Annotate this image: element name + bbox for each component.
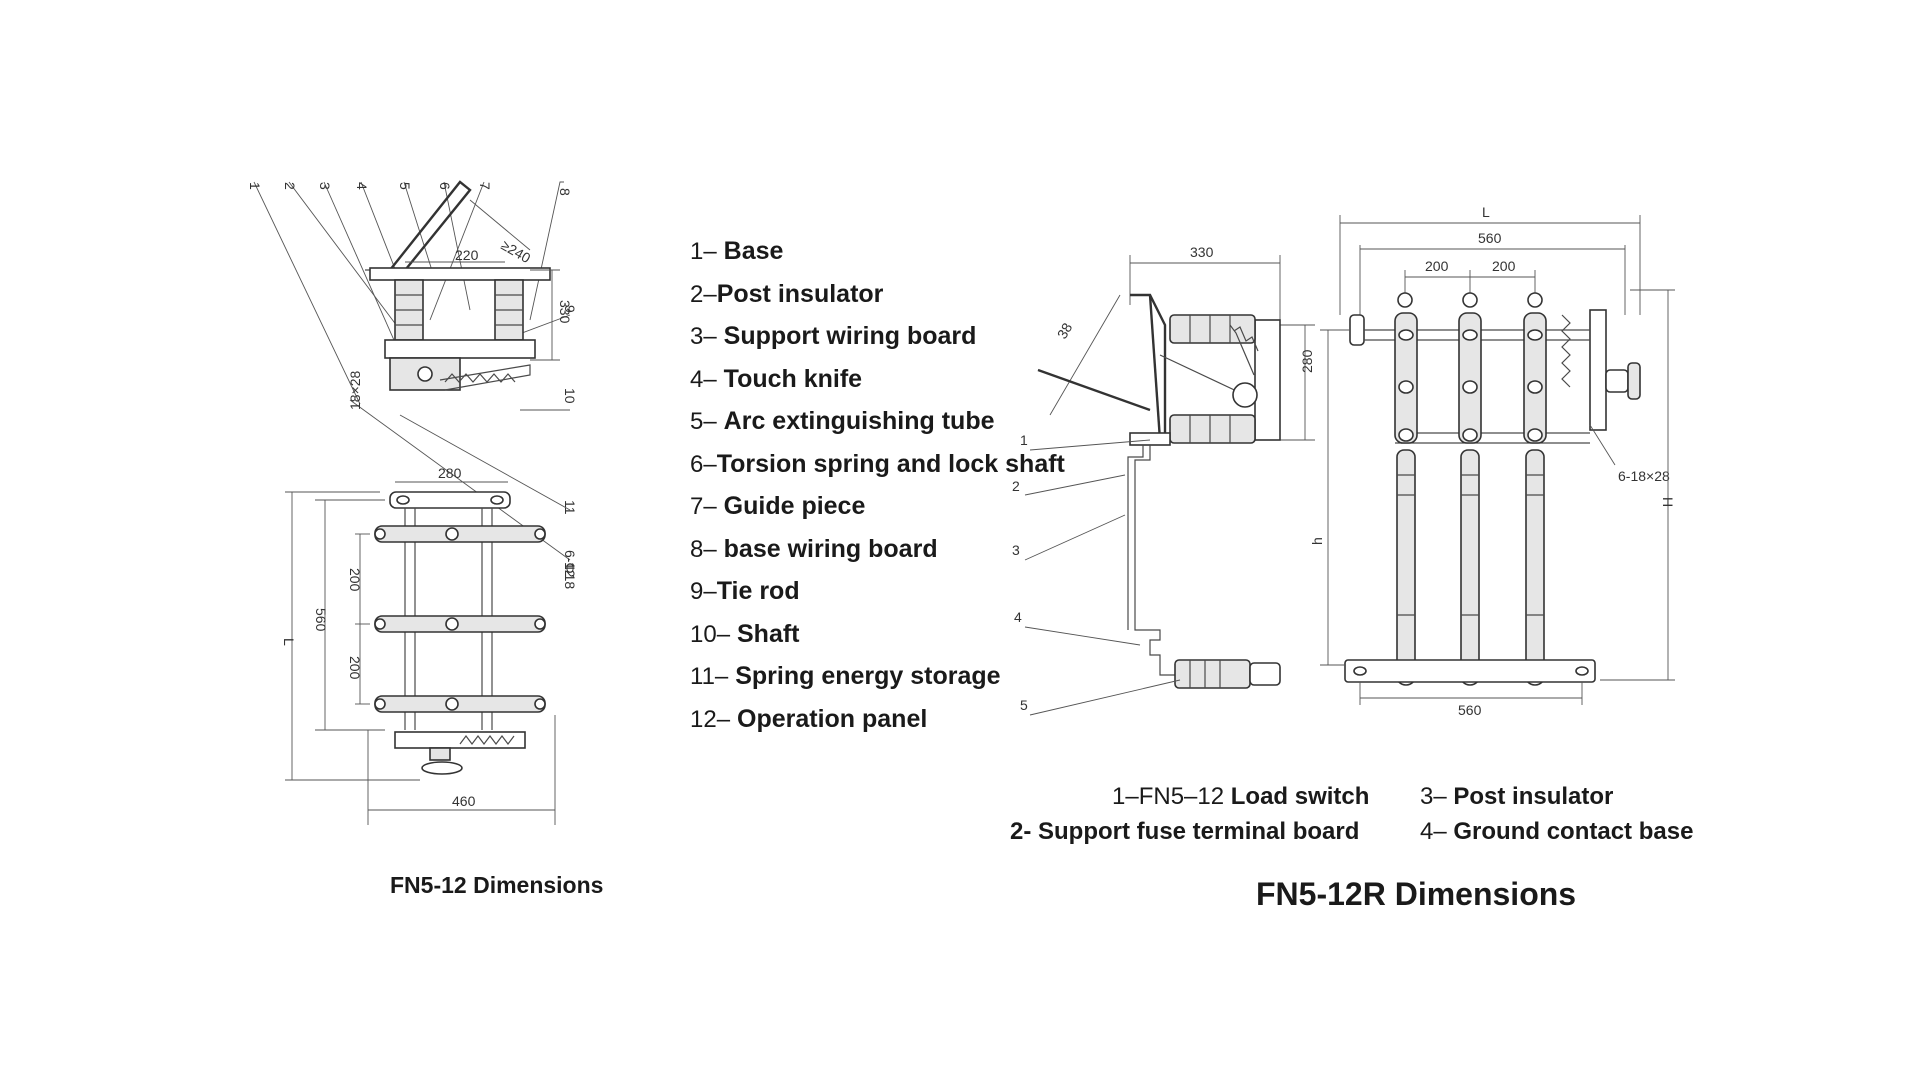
fn5-12-drawing: 1 2 3 4 5 6 7 8 9 10 11 12 ≥240 220 [247, 180, 578, 825]
legend-text: Guide piece [723, 492, 866, 520]
legend-text: Post insulator [716, 279, 884, 308]
dim-220: 220 [455, 247, 479, 263]
callout-10: 10 [562, 388, 578, 404]
dim-200b: 200 [1492, 258, 1516, 274]
callout-1: 1 [1020, 432, 1028, 448]
legend-number: 3– [1420, 783, 1447, 810]
dim-holes: 6-18×28 [1618, 468, 1670, 484]
caption-fn5-12r: FN5-12R Dimensions [1256, 876, 1577, 912]
callout-5: 5 [397, 182, 413, 190]
callout-12: 12 [562, 562, 578, 578]
callout-6: 6 [437, 182, 453, 190]
dim-280: 280 [438, 465, 462, 481]
fn5-12r-side-drawing: 330 38 280 1 2 3 4 5 [1012, 244, 1315, 716]
legend-text: base wiring board [723, 534, 938, 563]
legend-text: Load switch [1230, 783, 1370, 810]
legend-item: 6–Torsion spring and lock shaft [690, 449, 1065, 492]
dim-holes: 6-Φ18 [562, 550, 578, 589]
legend-text: Shaft [737, 619, 800, 648]
dim-H: H [1660, 497, 1676, 507]
dim-200a: 200 [1425, 258, 1449, 274]
phase-b [1458, 292, 1482, 686]
dim-280: 280 [1299, 349, 1315, 373]
legend-text: Ground contact base [1453, 818, 1694, 845]
dim-330: 330 [557, 300, 573, 324]
legend-number: 3– [690, 323, 717, 350]
legend-text: Torsion spring and lock shaft [716, 449, 1065, 478]
dim-L: L [281, 638, 297, 646]
dim-200a: 200 [347, 568, 363, 592]
callout-8: 8 [557, 188, 573, 196]
fn5-12-legend: 1– Base 2–Post insulator 3– Support wiri… [690, 236, 1065, 746]
callout-11: 11 [562, 500, 578, 515]
dim-560-bottom: 560 [1458, 702, 1482, 718]
legend-number: 4– [690, 365, 717, 393]
legend-item: 3– Support wiring board [690, 321, 1065, 364]
callout-1: 1 [247, 182, 263, 190]
callout-4: 4 [1014, 609, 1022, 625]
legend-number: 8– [690, 535, 717, 563]
legend-number: 10– [690, 620, 731, 648]
legend-text: Tie rod [716, 577, 800, 605]
legend-item: 5– Arc extinguishing tube [690, 406, 1065, 449]
legend-item: 4– Touch knife [690, 364, 1065, 407]
legend-number: 5– [690, 408, 717, 435]
phase-c [1523, 292, 1547, 686]
legend-number: 9– [690, 578, 717, 605]
dim-L: L [1482, 204, 1490, 220]
callout-3: 3 [1012, 542, 1020, 558]
legend-number: 2- [1010, 818, 1032, 845]
legend-right-item-3: 3– Post insulator [1420, 783, 1613, 811]
dim-18x28: 18×28 [347, 370, 363, 410]
legend-right-item-1: 1–FN5–12 Load switch [1112, 783, 1369, 811]
legend-number: 12– [690, 705, 731, 733]
legend-number: 7– [690, 493, 717, 520]
legend-number: 1– [690, 238, 717, 265]
legend-item: 12– Operation panel [690, 704, 1065, 747]
legend-item: 1– Base [690, 236, 1065, 279]
legend-item: 9–Tie rod [690, 576, 1065, 619]
legend-right-item-4: 4– Ground contact base [1420, 818, 1693, 846]
legend-number: 11– [690, 663, 729, 690]
legend-number: 2– [690, 280, 717, 308]
legend-text: Support wiring board [723, 322, 977, 350]
legend-right-item-2: 2- Support fuse terminal board [1010, 818, 1359, 846]
dim-330: 330 [1190, 244, 1214, 260]
callout-2: 2 [282, 182, 298, 190]
callout-9: 9 [562, 305, 578, 313]
legend-item: 10– Shaft [690, 619, 1065, 662]
callout-7: 7 [477, 182, 493, 190]
legend-item: 2–Post insulator [690, 279, 1065, 322]
dim-560-top: 560 [1478, 230, 1502, 246]
legend-text: Spring energy storage [735, 662, 1001, 690]
caption-fn5-12: FN5-12 Dimensions [390, 872, 604, 898]
dim-460: 460 [452, 793, 476, 809]
callout-4: 4 [354, 182, 370, 190]
fn5-12r-front-drawing: L 560 200 200 [1309, 204, 1676, 718]
dim-h: h [1309, 537, 1325, 545]
legend-text: Arc extinguishing tube [723, 407, 995, 435]
callout-3: 3 [317, 182, 333, 190]
dim-200b: 200 [347, 656, 363, 680]
legend-number: 4– [1420, 818, 1447, 845]
legend-item: 8– base wiring board [690, 534, 1065, 577]
switch-plan-view: 280 6-Φ18 200 [281, 465, 578, 825]
dim-38: 38 [1054, 320, 1076, 342]
legend-text: Operation panel [737, 704, 928, 733]
legend-number: 6– [690, 450, 717, 478]
legend-text: Touch knife [723, 364, 863, 393]
phase-a [1394, 292, 1418, 686]
legend-text: Support fuse terminal board [1038, 818, 1360, 845]
switch-side-view: ≥240 220 330 18×28 [347, 180, 573, 410]
legend-item: 11– Spring energy storage [690, 661, 1065, 704]
legend-item: 7– Guide piece [690, 491, 1065, 534]
legend-text: Base [723, 237, 784, 265]
legend-number: 1–FN5–12 [1112, 783, 1225, 810]
legend-text: Post insulator [1453, 783, 1614, 810]
callout-5: 5 [1020, 697, 1028, 713]
dim-560: 560 [313, 608, 329, 632]
callout-2: 2 [1012, 478, 1020, 494]
